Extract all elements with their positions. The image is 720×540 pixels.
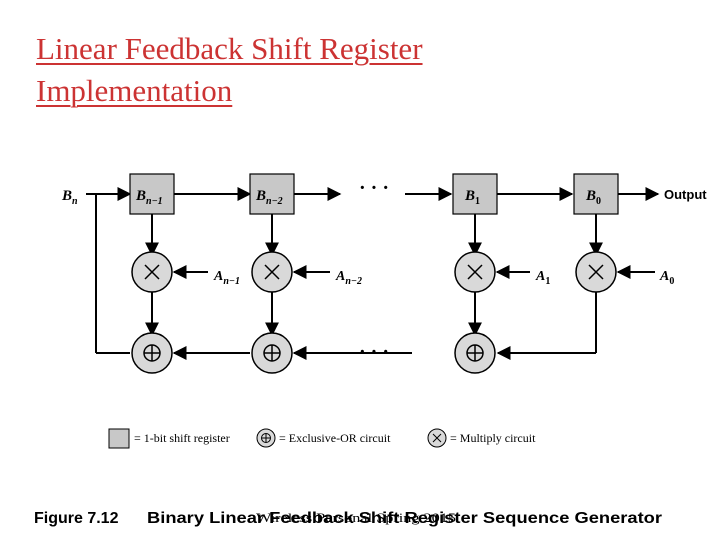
input-label: Bn — [61, 188, 78, 207]
ellipsis-bottom: · · · — [359, 341, 389, 363]
legend-multiply: = Multiply circuit — [450, 431, 536, 445]
coefficient-label-a1: A1 — [535, 269, 550, 287]
slide-title: Linear Feedback Shift Register Implement… — [36, 28, 423, 112]
legend-xor-swatch — [256, 428, 276, 448]
legend-xor: = Exclusive-OR circuit — [279, 431, 391, 445]
multiply-circle — [575, 251, 617, 293]
figure-caption: Binary Linear Feedback Shift Register Se… — [147, 510, 662, 527]
coefficient-label-a0: A0 — [659, 269, 674, 287]
register-box-bn-1 — [129, 173, 175, 215]
register-box-bn-2 — [249, 173, 295, 215]
xor-circle — [131, 332, 173, 374]
register-box-b0 — [573, 173, 619, 215]
output-label: Output — [664, 187, 707, 202]
xor-circles — [131, 332, 496, 374]
xor-circle — [251, 332, 293, 374]
coefficient-label-an-2: An−2 — [335, 269, 362, 287]
multiply-circle — [251, 251, 293, 293]
multiply-circle — [131, 251, 173, 293]
register-box-b1 — [452, 173, 498, 215]
multiply-circles — [131, 251, 617, 293]
register-label-bn-2: Bn−2 — [255, 188, 283, 207]
figure-number: Figure 7.12 — [34, 510, 119, 527]
legend-register-swatch — [108, 428, 130, 449]
multiply-circle — [454, 251, 496, 293]
register-label-b0: B0 — [585, 188, 601, 207]
legend-shift-register: = 1-bit shift register — [134, 431, 230, 445]
ellipsis-top: · · · — [359, 177, 389, 199]
title-line-1: Linear Feedback Shift Register — [36, 31, 423, 66]
title-line-2: Implementation — [36, 73, 233, 108]
legend: = 1-bit shift register = Exclusive-OR ci… — [108, 428, 536, 449]
xor-circle — [454, 332, 496, 374]
coefficient-label-an-1: An−1 — [213, 269, 240, 287]
legend-multiply-swatch — [427, 428, 447, 448]
slide-footer: Wireless Personal Spring 2015 — [256, 510, 456, 525]
register-label-b1: B1 — [464, 188, 480, 207]
register-label-bn-1: Bn−1 — [135, 188, 163, 207]
